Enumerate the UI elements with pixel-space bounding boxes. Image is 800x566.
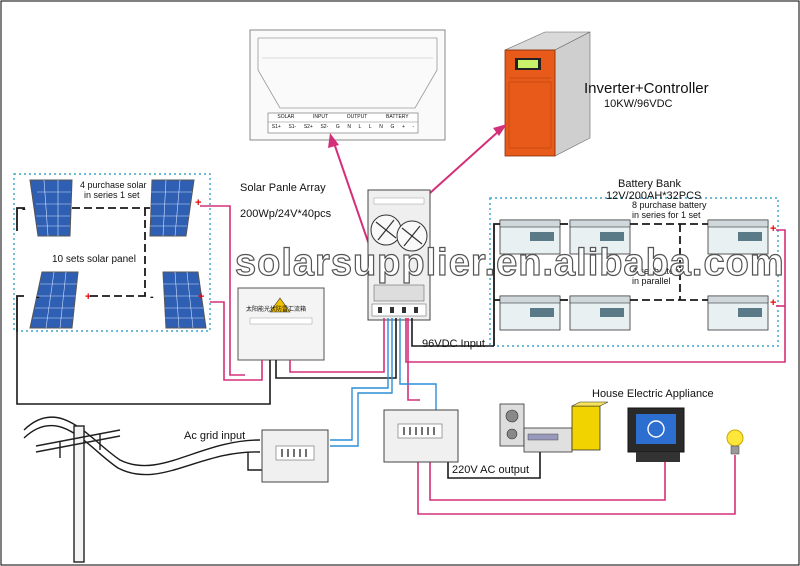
terminal: G xyxy=(390,124,395,130)
solar-panel-1 xyxy=(29,179,73,237)
terminal-panel xyxy=(249,29,446,141)
svg-text:-: - xyxy=(22,203,26,215)
terminal: L xyxy=(368,124,372,130)
svg-text:+: + xyxy=(198,291,204,303)
bulb-icon xyxy=(726,429,744,455)
solar-array-spec: 200Wp/24V*40pcs xyxy=(240,208,332,220)
terminal-group-output: OUTPUT xyxy=(346,114,368,120)
terminal-group-battery: BATTERY xyxy=(386,114,409,120)
battery-terminals: + + xyxy=(770,223,776,309)
combiner-label: 太阳能光伏防雷汇流箱 xyxy=(246,307,307,313)
terminal: N xyxy=(379,124,383,130)
ac-grid-input-label: Ac grid input xyxy=(184,430,246,442)
terminal: S2- xyxy=(320,124,329,130)
battery-series-note-line-2: in series for 1 set xyxy=(632,210,701,220)
panel-terminals: - + - + - + xyxy=(22,197,204,303)
arrow-to-inverter-cabinet xyxy=(429,124,507,194)
svg-text:+: + xyxy=(195,197,201,209)
terminal: S2+ xyxy=(303,124,313,130)
battery-bank-spec: 12V/200AH*32PCS xyxy=(606,190,702,202)
terminal: L xyxy=(358,124,362,130)
battery-series-links xyxy=(560,223,708,301)
speaker-appliance xyxy=(499,403,525,447)
solar-array-frame xyxy=(13,173,211,332)
inverter-unit xyxy=(367,189,431,321)
svg-text:-: - xyxy=(150,291,154,303)
battery-2 xyxy=(569,219,631,255)
house-appliance-label: House Electric Appliance xyxy=(592,388,714,400)
solar-side-lines xyxy=(16,207,25,331)
battery-bank-frame xyxy=(489,197,779,347)
battery-bus-lines xyxy=(493,223,500,346)
terminal: N xyxy=(347,124,351,130)
svg-text:+: + xyxy=(85,291,91,303)
battery-5 xyxy=(569,295,631,331)
terminal-group-input: INPUT xyxy=(313,114,329,120)
battery-1 xyxy=(499,219,561,255)
battery-series-note-line-1: 8 purchase battery xyxy=(632,200,707,210)
dc-input-label: 96VDC Input xyxy=(422,338,485,350)
ac-output-label: 220V AC output xyxy=(452,464,530,476)
solar-series-links xyxy=(72,207,150,297)
inverter-title: Inverter+Controller xyxy=(584,80,709,97)
terminal: + xyxy=(401,124,405,130)
terminal: S1+ xyxy=(271,124,281,130)
terminal: S1- xyxy=(288,124,297,130)
ac-blue-wires xyxy=(330,318,437,447)
terminal-row: S1+ S1- S2+ S2- G N L L N G + - xyxy=(268,124,418,130)
solar-series-note-line-2: in series 1 set xyxy=(84,190,140,200)
ac-output-breaker-box xyxy=(383,409,459,463)
terminal-group-row: SOLAR INPUT OUTPUT BATTERY xyxy=(268,114,418,120)
solar-series-note-line-1: 4 purchase solar xyxy=(80,180,147,190)
computer-appliance xyxy=(627,407,685,462)
solar-panel-2 xyxy=(149,179,195,237)
battery-4 xyxy=(499,295,561,331)
combiner-box xyxy=(237,287,325,361)
stereo-appliance xyxy=(523,427,573,453)
solar-panel-4 xyxy=(162,271,207,329)
inverter-spec: 10KW/96VDC xyxy=(604,98,673,110)
terminal: - xyxy=(412,124,415,130)
solar-array-title: Solar Panle Array xyxy=(240,182,326,194)
battery-sets-note-line-2: in parallel xyxy=(632,276,671,286)
inverter-cabinet xyxy=(504,31,591,157)
utility-pole xyxy=(35,425,121,563)
svg-text:-: - xyxy=(36,291,40,303)
ac-grid-breaker-box xyxy=(261,429,329,483)
yellow-box-appliance xyxy=(571,401,609,451)
battery-bank-title: Battery Bank xyxy=(618,178,681,190)
battery-6 xyxy=(707,295,769,331)
battery-sets-note-line-1: 4 set battery xyxy=(632,266,682,276)
solar-panel-3 xyxy=(29,271,79,329)
watermark: solarsupplier.en.alibaba.com xyxy=(234,241,785,284)
svg-text:+: + xyxy=(770,297,776,309)
terminal-group-solar: SOLAR xyxy=(277,114,295,120)
dc-pink-wires xyxy=(200,205,786,515)
svg-text:+: + xyxy=(770,223,776,235)
solar-sets-note: 10 sets solar panel xyxy=(52,254,136,265)
terminal: G xyxy=(335,124,340,130)
dc-black-wires xyxy=(16,318,541,479)
